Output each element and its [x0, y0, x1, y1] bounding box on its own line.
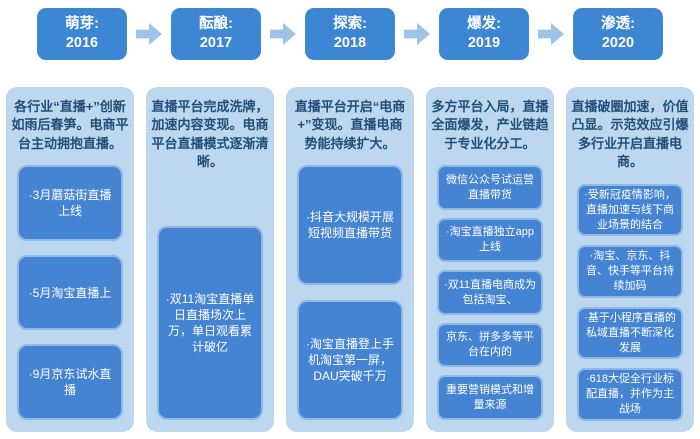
stage-year: 2019 [467, 35, 501, 51]
event-box: ·5月淘宝直播上 [17, 254, 123, 331]
event-box: ·9月京东试水直播 [17, 344, 123, 420]
event-box: ·618大促全行业标配直播，并作为主战场 [577, 368, 683, 421]
stage-year: 2020 [601, 35, 635, 51]
event-box: 微信公众号试运营直播带货 [437, 165, 543, 210]
stage-column-2017: 直播平台完成洗牌，加速内容变现。电商平台直播模式逐渐清晰。 ·双11淘宝直播单日… [146, 87, 274, 432]
arrow-right-icon [270, 23, 296, 45]
stage-summary: 直播平台开启“电商+”变现。直播电商势能持续扩大。 [294, 99, 406, 151]
stage-column-2018: 直播平台开启“电商+”变现。直播电商势能持续扩大。 ·抖音大规模开展短视频直播带… [286, 87, 414, 432]
stage-year: 2018 [333, 35, 367, 51]
arrow-right-icon [136, 23, 162, 45]
event-box: ·双11直播电商成为包括淘宝、 [437, 270, 543, 315]
event-list: ·3月蘑菇街直播上线 ·5月淘宝直播上 ·9月京东试水直播 [11, 165, 129, 422]
event-box: ·淘宝直播独立app上线 [437, 217, 543, 263]
event-list: 微信公众号试运营直播带货 ·淘宝直播独立app上线 ·双11直播电商成为包括淘宝… [431, 165, 549, 422]
stage-year: 2016 [65, 35, 99, 51]
stage-label: 渗透: [601, 16, 635, 33]
event-list: ·抖音大规模开展短视频直播带货 ·淘宝直播登上手机淘宝第一屏，DAU突破千万 [291, 165, 409, 422]
stage-summary: 直播破圈加速，价值凸显。示范效应引爆多行业开启直播电商。 [571, 99, 689, 170]
event-box: ·基于小程序直播的私域直播不断深化发展 [577, 306, 683, 360]
arrow-right-icon [538, 23, 564, 45]
timeline-stage-row: 萌芽: 2016 酝酿: 2017 探索: 2018 爆发: 2019 渗透: … [0, 0, 700, 60]
stage-box-2020: 渗透: 2020 [573, 8, 663, 60]
event-box: 京东、拼多多等平台在内的 [437, 322, 543, 368]
stage-summary: 各行业“直播+”创新如雨后春笋。电商平台主动拥抱直播。 [11, 99, 129, 151]
event-box: ·淘宝直播登上手机淘宝第一屏，DAU突破千万 [297, 300, 403, 421]
stage-summary: 多方平台入局，直播全面爆发，产业链趋于专业化分工。 [431, 99, 549, 151]
event-list: ·受新冠疫情影响，直播加速与线下商业场景的结合 ·淘宝、京东、抖音、快手等平台持… [571, 183, 689, 423]
event-box: ·淘宝、京东、抖音、快手等平台持续加码 [577, 245, 683, 298]
stage-box-2018: 探索: 2018 [305, 8, 395, 60]
stage-label: 爆发: [467, 16, 501, 33]
event-box: 重要营销模式和增量来源 [437, 375, 543, 421]
stage-label: 萌芽: [65, 16, 99, 33]
stage-year: 2017 [199, 35, 233, 51]
event-list: ·双11淘宝直播单日直播场次上万，单日观看累计破亿 [151, 184, 269, 422]
stage-detail-columns: 各行业“直播+”创新如雨后春笋。电商平台主动拥抱直播。 ·3月蘑菇街直播上线 ·… [0, 87, 700, 432]
stage-box-2017: 酝酿: 2017 [171, 8, 261, 60]
stage-column-2020: 直播破圈加速，价值凸显。示范效应引爆多行业开启直播电商。 ·受新冠疫情影响，直播… [566, 87, 694, 432]
stage-summary: 直播平台完成洗牌，加速内容变现。电商平台直播模式逐渐清晰。 [151, 99, 269, 170]
event-box: ·抖音大规模开展短视频直播带货 [297, 165, 403, 286]
event-box: ·3月蘑菇街直播上线 [17, 165, 123, 241]
stage-box-2016: 萌芽: 2016 [37, 8, 127, 60]
stage-column-2016: 各行业“直播+”创新如雨后春笋。电商平台主动拥抱直播。 ·3月蘑菇街直播上线 ·… [6, 87, 134, 432]
stage-box-2019: 爆发: 2019 [439, 8, 529, 60]
arrow-right-icon [404, 23, 430, 45]
stage-column-2019: 多方平台入局，直播全面爆发，产业链趋于专业化分工。 微信公众号试运营直播带货 ·… [426, 87, 554, 432]
stage-label: 探索: [333, 16, 367, 33]
event-box: ·双11淘宝直播单日直播场次上万，单日观看累计破亿 [157, 225, 263, 420]
event-box: ·受新冠疫情影响，直播加速与线下商业场景的结合 [577, 183, 683, 237]
stage-label: 酝酿: [199, 16, 233, 33]
